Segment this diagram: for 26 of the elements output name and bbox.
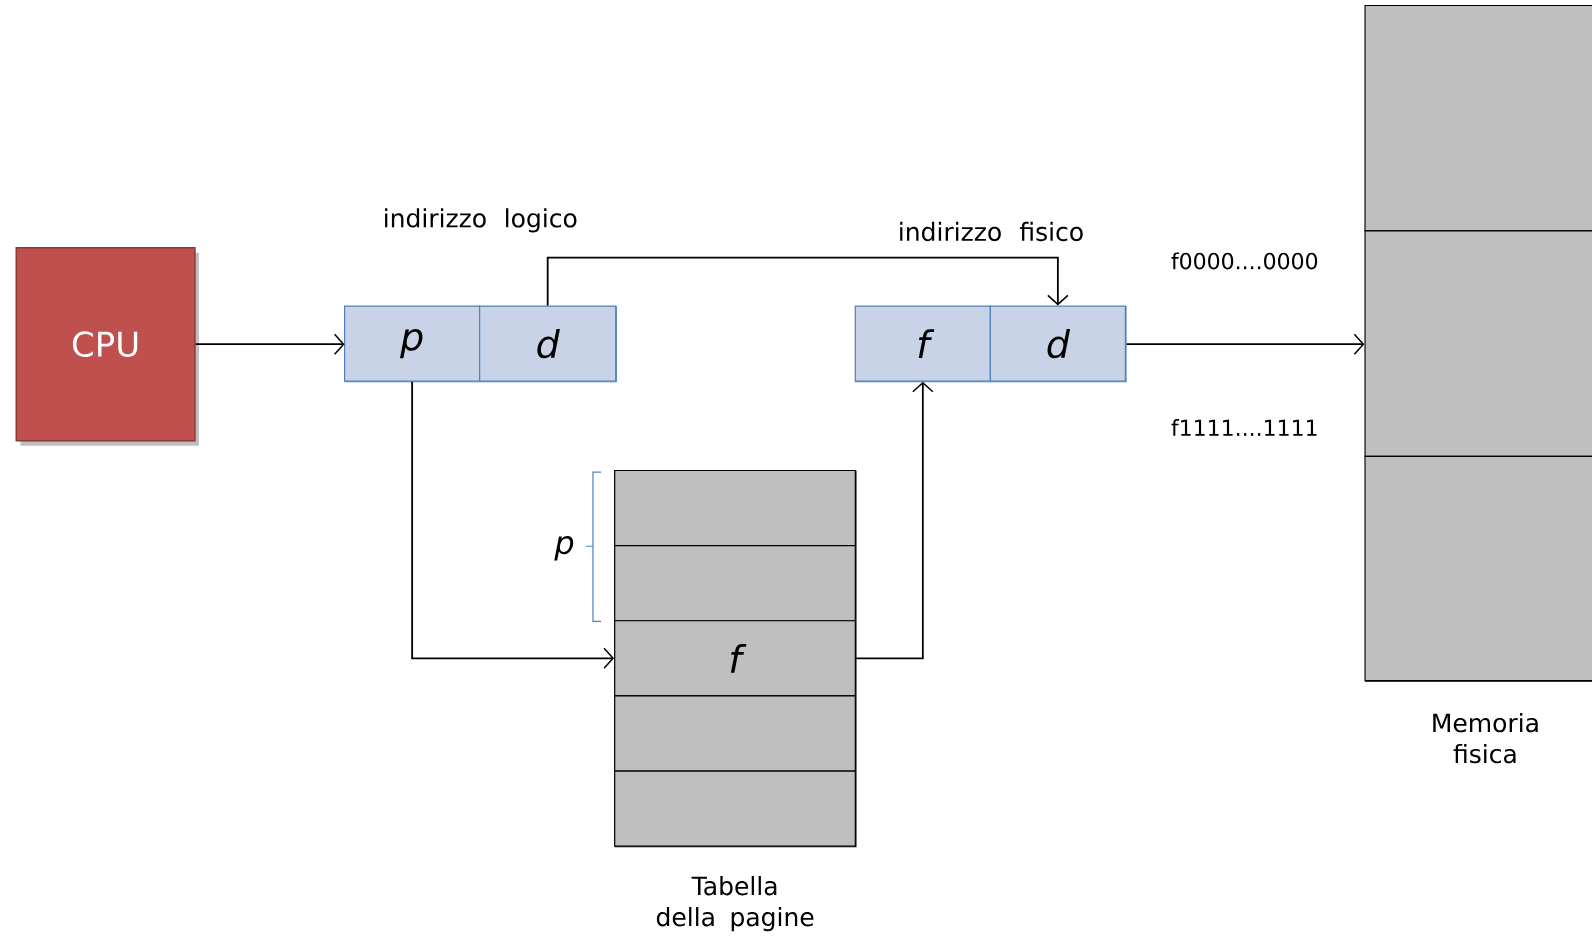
address-field: p — [344, 305, 481, 382]
arrow — [194, 333, 345, 355]
address-label: f0000....0000 — [1171, 252, 1318, 270]
table-row: f — [614, 620, 856, 697]
table-row — [614, 695, 856, 772]
node-label: indirizzo fisico — [900, 221, 1083, 242]
address-field: d — [989, 305, 1126, 382]
table-row — [614, 469, 856, 547]
memory-frame — [1364, 455, 1592, 682]
bracket-label: p — [554, 535, 574, 561]
arrow — [855, 381, 934, 660]
arrow — [411, 380, 615, 669]
node-label: Tabella della pagine — [656, 875, 814, 932]
node-label: Memoria fisica — [1433, 712, 1538, 764]
address-field: d — [479, 305, 617, 382]
cpu-box: CPU — [15, 246, 199, 446]
memory-frame — [1364, 230, 1592, 457]
physical-memory: Memoria fisica — [1365, 5, 1592, 764]
table-row — [614, 544, 856, 622]
node-label: indirizzo logico — [385, 208, 577, 233]
arrow — [1125, 333, 1365, 355]
memory-frame — [1364, 4, 1592, 232]
arrow — [546, 256, 1069, 307]
address-label: f1111....1111 — [1171, 418, 1317, 436]
table-row — [614, 770, 856, 847]
address-field: f — [854, 305, 991, 382]
